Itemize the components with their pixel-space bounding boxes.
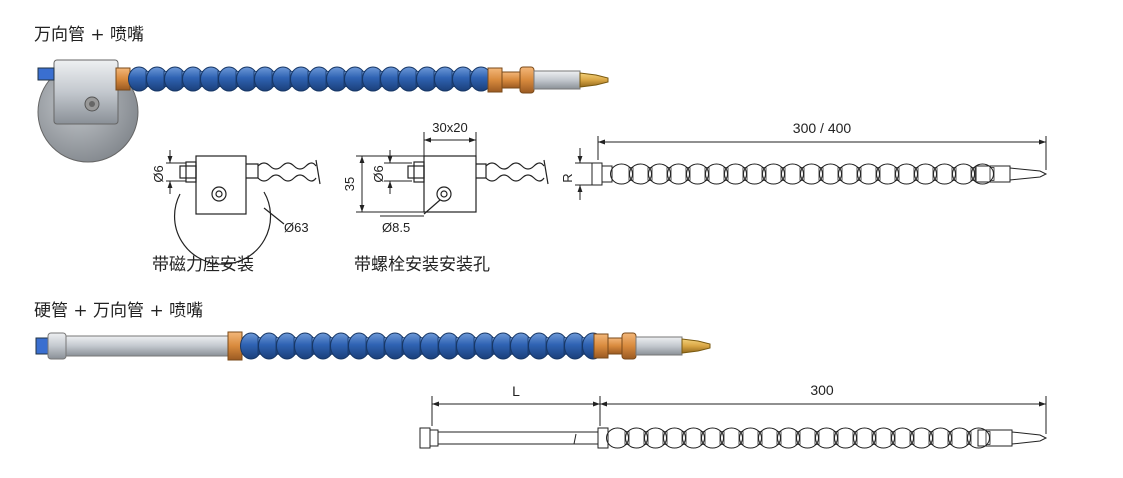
hose-segment: [644, 427, 667, 449]
hose-segment: [967, 427, 990, 449]
hose-segment: [682, 427, 705, 449]
nozzle-assembly-bottom: [593, 332, 711, 360]
heading-rigid-flex-nozzle: 硬管 + 万向管 + 喷嘴: [34, 301, 204, 321]
hose-segment: [686, 163, 709, 185]
dim-flex-length-2: 300: [810, 382, 834, 398]
heading-flex-nozzle: 万向管 + 喷嘴: [34, 25, 145, 45]
rigid-pipe: [65, 335, 229, 357]
hose-segment: [625, 427, 648, 449]
inlet-fitting: [37, 67, 55, 81]
dim-bolt-hole: Ø8.5: [382, 220, 410, 235]
hose-segment: [739, 427, 762, 449]
caption-magnetic-mount: 带磁力座安装: [152, 255, 254, 275]
hose-fitting: [115, 67, 131, 91]
hose-segment: [971, 163, 994, 185]
hose-segment: [648, 163, 671, 185]
hose-segment: [743, 163, 766, 185]
inlet-fitting-2: [35, 337, 49, 355]
hose-segment: [667, 163, 690, 185]
hose-segment: [796, 427, 819, 449]
hose-segment: [781, 163, 804, 185]
hose-segment: [952, 163, 975, 185]
hose-segment: [777, 427, 800, 449]
hose-segment: [857, 163, 880, 185]
hose-segment: [606, 427, 629, 449]
hose-segment: [629, 163, 652, 185]
dim-radius: R: [560, 173, 575, 182]
dim-block-width: 30x20: [432, 120, 467, 135]
hose-segment: [872, 427, 895, 449]
hose-segment: [663, 427, 686, 449]
hose-segment: [910, 427, 933, 449]
bolt-mount-drawing: [407, 155, 549, 215]
hose-segment: [933, 163, 956, 185]
caption-bolt-mount: 带螺栓安装安装孔: [354, 255, 490, 275]
nozzle-tip: [579, 72, 609, 88]
hose-segment: [758, 427, 781, 449]
hose-segment: [948, 427, 971, 449]
magnetic-base-assembly: [37, 59, 139, 163]
rigid-flex-drawing: [419, 427, 1048, 449]
hose-segment: [853, 427, 876, 449]
hose-segment: [705, 163, 728, 185]
hose-segment: [800, 163, 823, 185]
nozzle-assembly-top: [487, 66, 609, 94]
flex-hose-drawing: [591, 162, 1048, 186]
hose-segment: [876, 163, 899, 185]
hose-segment: [891, 427, 914, 449]
magnetic-mount-drawing: [173, 155, 321, 265]
hose-segment: [834, 427, 857, 449]
dim-block-height: 35: [342, 177, 357, 191]
hose-segment: [815, 427, 838, 449]
hose-segment: [895, 163, 918, 185]
dim-bolt-port: Ø6: [371, 165, 386, 182]
hose-segment: [720, 427, 743, 449]
hose-segment: [929, 427, 952, 449]
rigid-pipe-assembly: [35, 331, 243, 361]
hose-segment: [610, 163, 633, 185]
hose-segment: [701, 427, 724, 449]
mounting-block: [53, 59, 119, 125]
hose-segment: [819, 163, 842, 185]
hose-segment: [914, 163, 937, 185]
flex-hose-blue-2: [240, 332, 605, 360]
flex-hose-blue: [128, 66, 493, 92]
dim-magnet-port: Ø6: [151, 165, 166, 182]
dim-rigid-length: L: [512, 383, 520, 399]
dim-magnet-base-dia: Ø63: [284, 220, 309, 235]
hose-segment: [762, 163, 785, 185]
hose-segment: [724, 163, 747, 185]
dim-flex-length: 300 / 400: [793, 120, 852, 136]
hose-segment: [838, 163, 861, 185]
nozzle-tip-2: [681, 338, 711, 354]
